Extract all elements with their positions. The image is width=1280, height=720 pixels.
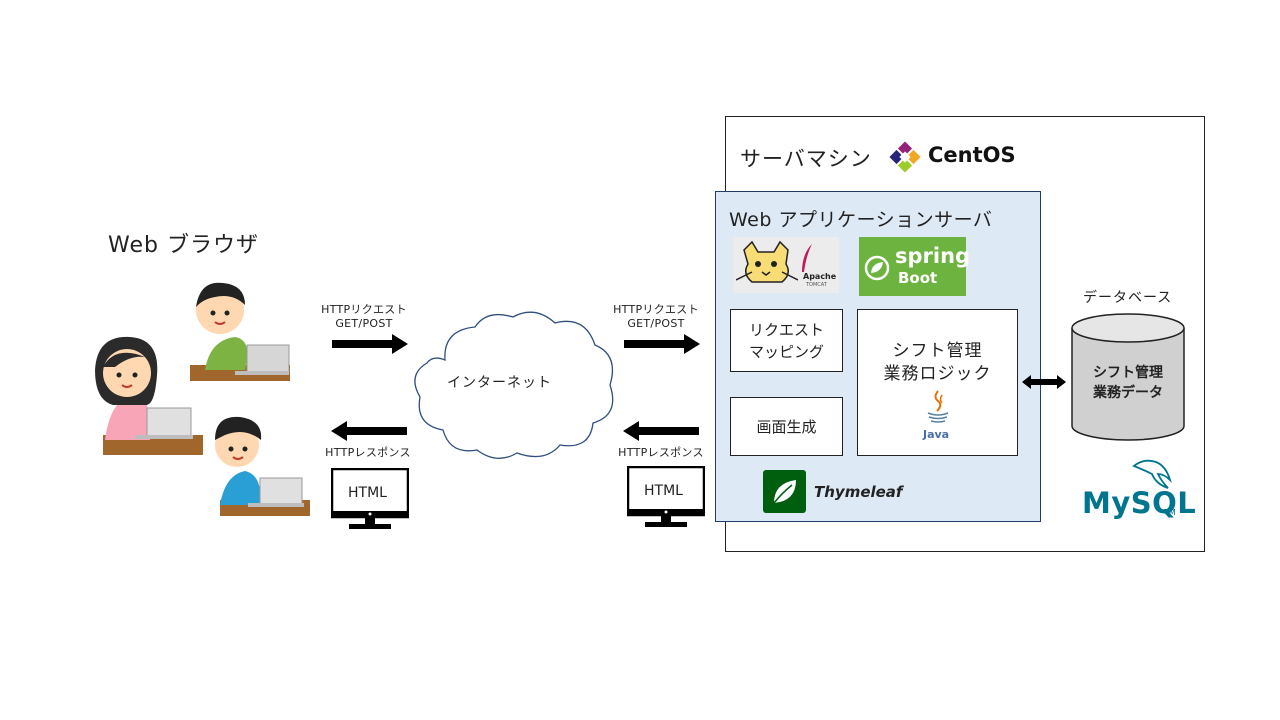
internet-label: インターネット <box>447 375 552 391</box>
business-logic-label: シフト管理 業務ロジック <box>883 341 992 384</box>
left-response-arrow-icon <box>331 421 407 441</box>
tomcat-cat-icon <box>736 240 798 283</box>
left-monitor-label: HTML <box>348 485 387 501</box>
java-logo-text: Java <box>923 428 950 441</box>
centos-logo-icon <box>889 141 921 173</box>
user-green-icon <box>190 282 290 381</box>
left-request-arrow-icon <box>332 334 408 354</box>
database-label: データベース <box>1083 290 1173 306</box>
thymeleaf-logo-text: Thymeleaf <box>814 483 903 501</box>
right-response-arrow-icon <box>623 421 699 441</box>
business-logic-box <box>857 309 1018 456</box>
database-cylinder-icon <box>1071 313 1185 441</box>
user-blue-icon <box>215 416 310 516</box>
spring-boot-subtext: Boot <box>898 269 938 287</box>
tomcat-logo-text: Apache <box>803 272 837 281</box>
database-content-label: シフト管理 業務データ <box>1093 365 1163 401</box>
browser-title: Web ブラウザ <box>108 233 259 258</box>
request-mapping-box: リクエスト マッピング <box>730 309 843 372</box>
java-cup-icon <box>927 390 949 423</box>
internet-cloud-icon <box>414 311 614 459</box>
user-pink-icon <box>95 336 203 455</box>
thymeleaf-leaf-icon <box>773 480 796 504</box>
mysql-trademark: TM <box>1164 508 1176 517</box>
right-response-label: HTTPレスポンス <box>618 446 704 459</box>
right-request-label: HTTPリクエスト GET/POST <box>613 303 699 330</box>
spring-leaf-icon <box>864 255 890 281</box>
right-monitor-label: HTML <box>644 483 683 499</box>
users-illustration <box>95 282 310 516</box>
left-request-label: HTTPリクエスト GET/POST <box>321 303 407 330</box>
mysql-logo-text: MySQL <box>1082 486 1197 520</box>
server-machine-title: サーバマシン <box>740 147 872 171</box>
tomcat-logo-subtext: TOMCAT <box>806 282 827 288</box>
web-app-server-title: Web アプリケーションサーバ <box>729 209 993 231</box>
centos-logo-text: CentOS <box>928 143 1016 167</box>
right-monitor-icon <box>627 466 705 527</box>
left-monitor-icon <box>331 468 409 529</box>
bidirectional-arrow-icon <box>1022 375 1066 389</box>
right-request-arrow-icon <box>624 334 700 354</box>
mysql-dolphin-icon <box>1132 459 1172 489</box>
left-response-label: HTTPレスポンス <box>325 446 411 459</box>
apache-feather-icon <box>802 244 812 272</box>
screen-generation-box: 画面生成 <box>730 397 843 456</box>
spring-logo-text: spring <box>895 244 971 268</box>
